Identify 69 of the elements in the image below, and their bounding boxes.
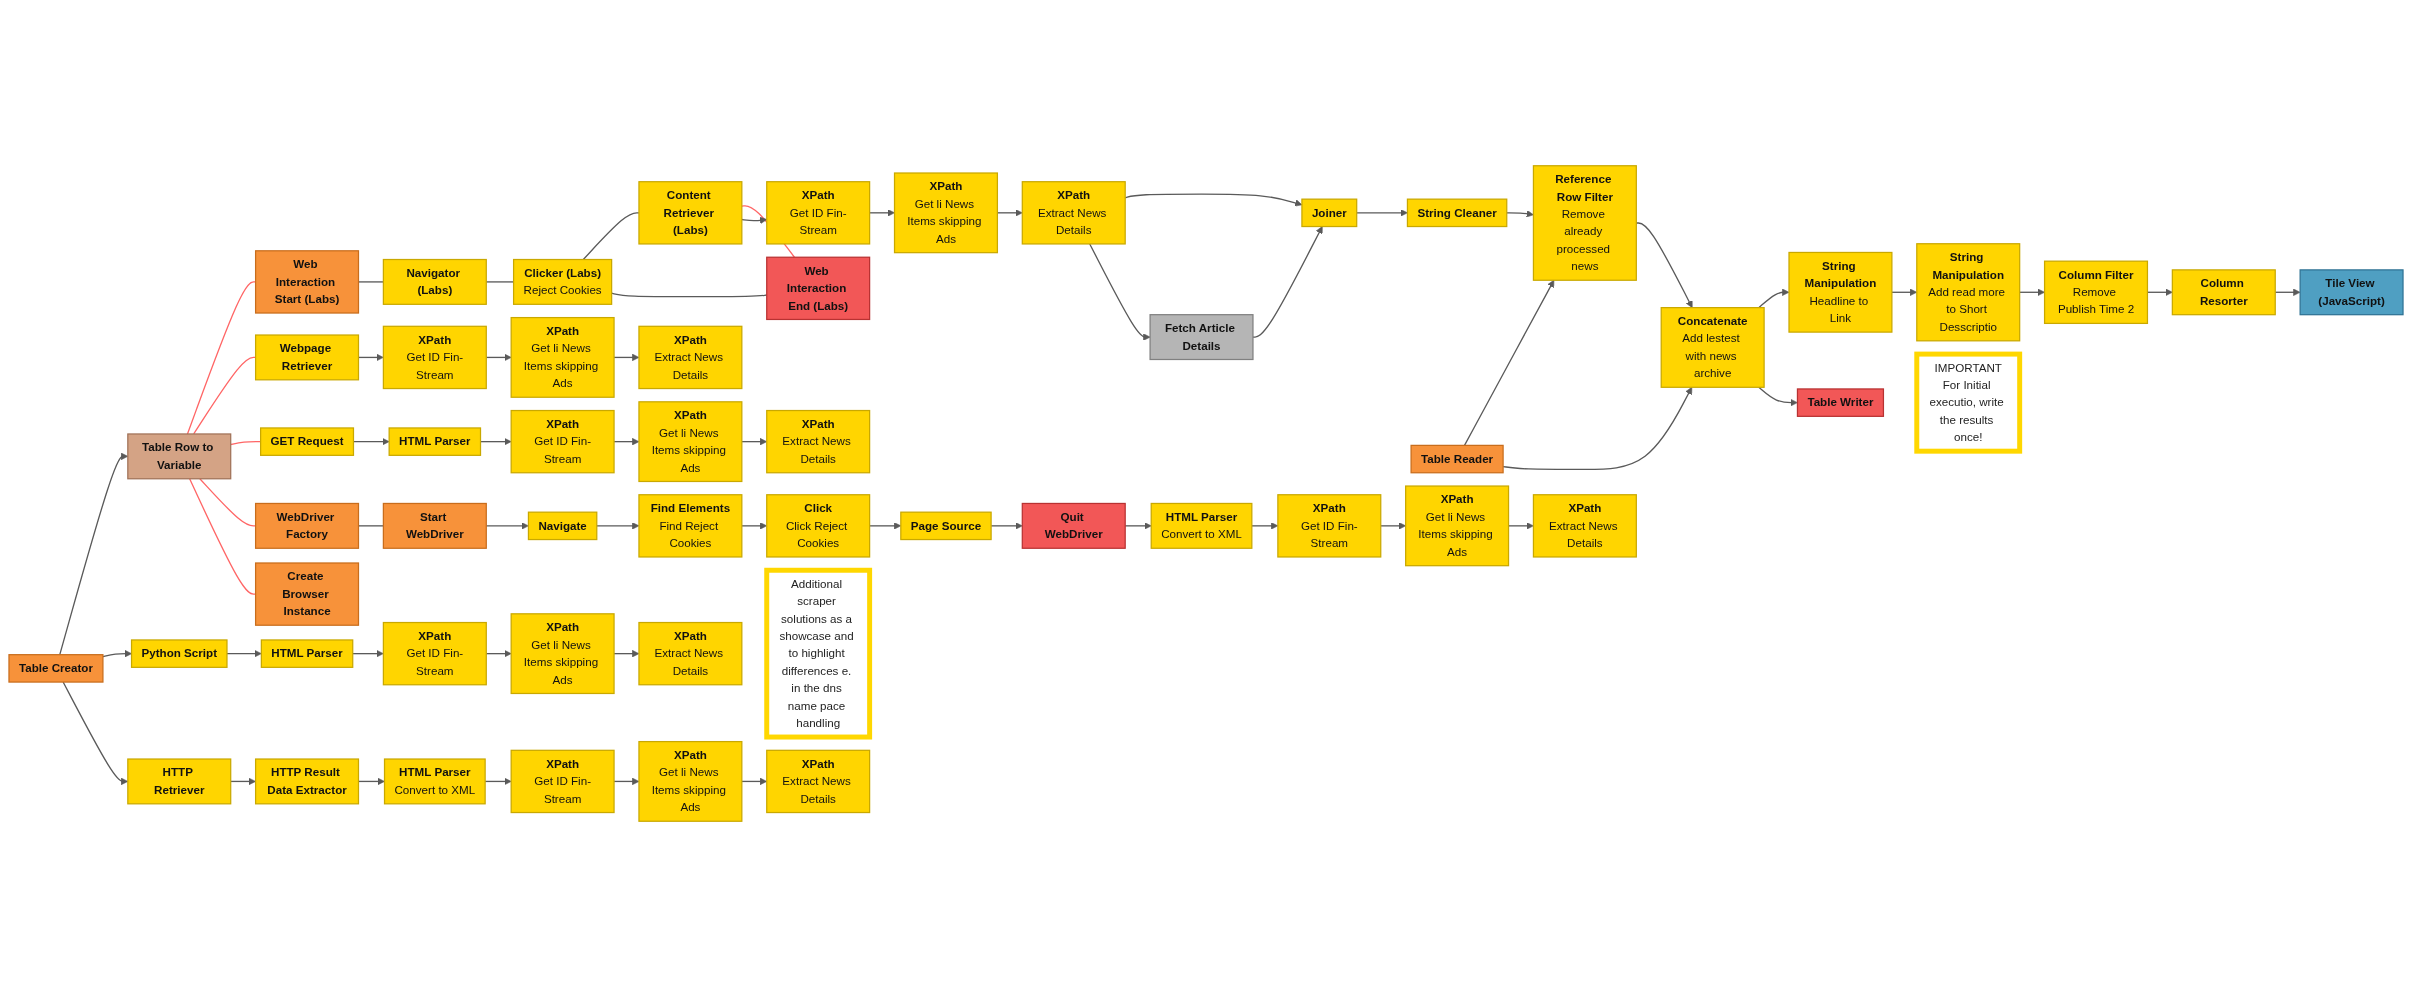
process-box: String Cleaner (1406, 198, 1508, 228)
process-box: Tile View (JavaScript) (2299, 269, 2404, 316)
process-box: Quit WebDriver (1021, 502, 1126, 549)
process-box: XPath Get ID Fin-Stream (382, 621, 487, 686)
process-box: Web Interaction End (Labs) (766, 256, 871, 321)
process-box: Content Retriever (Labs) (638, 181, 743, 245)
arrow (352, 650, 384, 658)
arrow (1356, 209, 1408, 217)
process-box: XPath Get li News Items skipping Ads (510, 316, 615, 398)
note-box: Additional scraper solutions as a showcase and to highlight differences e. in the dns name pace handling (764, 567, 873, 740)
process-box: Table Row to Variable (127, 433, 232, 480)
arrow (1758, 386, 1798, 407)
process-box: Joiner (1301, 198, 1358, 228)
process-box: XPath Extract News Details (1532, 494, 1637, 558)
process-box: Page Source (900, 511, 992, 541)
process-box: XPath Extract News Details (766, 409, 871, 474)
process-box: Reference Row Filter Remove already processed news (1532, 165, 1637, 281)
process-box: Find Elements Find Reject Cookies (638, 494, 743, 558)
process-box: Create Browser Instance (255, 562, 360, 626)
process-box: Column Filter Remove Publish Time 2 (2043, 260, 2149, 324)
process-box: XPath Get ID Fin-Stream (766, 181, 871, 245)
process-box: XPath Get li News Items skipping Ads (510, 613, 615, 695)
process-box: XPath Extract News Details (638, 325, 743, 390)
process-box: Table Reader (1410, 444, 1504, 474)
process-box: XPath Extract News Details (1021, 181, 1126, 245)
process-box: Navigate (527, 511, 598, 541)
process-box: XPath Get ID Fin-Stream (1277, 494, 1382, 558)
arrow (102, 650, 132, 658)
process-box: Table Writer (1796, 388, 1885, 417)
process-box: String Manipulation Headline to Link (1788, 251, 1893, 333)
arrow (1758, 288, 1790, 309)
process-box: Click Click Reject Cookies (766, 494, 871, 558)
process-box: Concatenate Add lestest with news archive (1660, 307, 1765, 388)
process-box: Webpage Retriever (255, 334, 360, 381)
process-box: XPath Get li News Items skipping Ads (893, 172, 999, 254)
process-box: HTTP Retriever (127, 758, 232, 805)
process-box: HTML Parser (388, 427, 482, 456)
arrow (1463, 279, 1555, 447)
process-box: Clicker (Labs) Reject Cookies (512, 258, 613, 305)
arrow (1506, 210, 1534, 218)
process-box: Column Resorter (2171, 269, 2276, 316)
process-box: XPath Get li News Items skipping Ads (638, 741, 743, 822)
process-box: Start WebDriver (382, 502, 487, 549)
process-box: Web Interaction Start (Labs) (255, 250, 360, 314)
process-box: XPath Get ID Fin-Stream (382, 325, 487, 390)
process-box: Navigator (Labs) (382, 258, 487, 305)
process-box: XPath Extract News Details (638, 621, 743, 686)
process-box: XPath Get ID Fin-Stream (510, 409, 615, 474)
process-box: HTML Parser (260, 639, 354, 668)
process-box: HTML Parser Convert to XML (383, 758, 486, 805)
process-box: XPath Get li News Items skipping Ads (1405, 485, 1510, 567)
arrow (230, 777, 256, 786)
process-box: Python Script (130, 639, 228, 668)
process-box: XPath Extract News Details (766, 749, 871, 814)
process-box: Fetch Article Details (1149, 314, 1254, 361)
arrow (1252, 226, 1323, 338)
arrow (1089, 243, 1151, 341)
process-box: Table Creator (8, 654, 104, 683)
process-box: HTTP Result Data Extractor (255, 758, 360, 805)
arrow (226, 650, 262, 658)
note-box: IMPORTANT For Initial executio, write the results once! (1914, 351, 2023, 454)
process-box: GET Request (260, 427, 355, 456)
process-box: HTML Parser Convert to XML (1150, 502, 1253, 549)
process-box: XPath Get li News Items skipping Ads (638, 401, 743, 483)
arrow (2019, 288, 2045, 296)
process-box: WebDriver Factory (255, 502, 360, 549)
arrow (1380, 522, 1406, 530)
process-box: XPath Get ID Fin-Stream (510, 749, 615, 814)
process-box: String Manipulation Add read more to Short Desscriptio (1916, 243, 2021, 342)
